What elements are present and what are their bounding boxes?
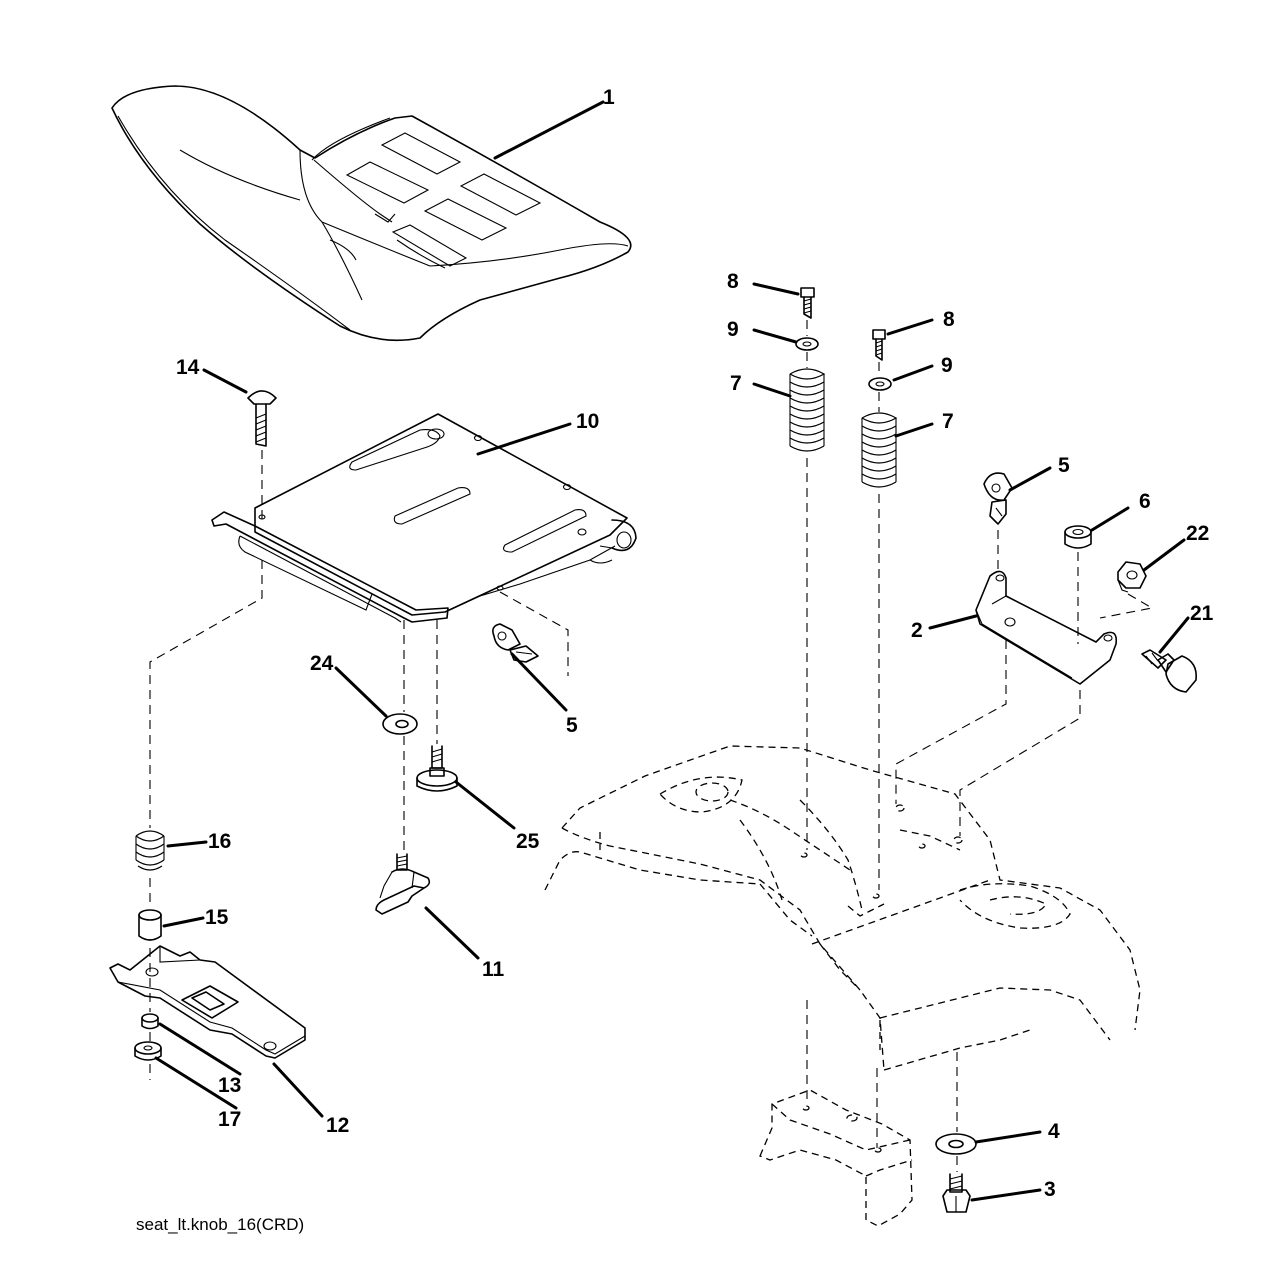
part-seat (111, 85, 632, 342)
callout-2: 2 (911, 619, 923, 642)
callout-24: 24 (310, 652, 334, 675)
figure-caption: seat_lt.knob_16(CRD) (136, 1215, 304, 1234)
callout-13: 13 (218, 1074, 241, 1097)
part-spring-7-right (861, 412, 898, 488)
part-knob (375, 853, 431, 915)
part-nut-17 (134, 1041, 162, 1061)
callout-7-left: 7 (730, 372, 742, 395)
part-clip-right (983, 472, 1013, 525)
callout-9-right: 9 (941, 354, 953, 377)
part-washer-9-left (795, 337, 819, 351)
callout-14: 14 (176, 356, 200, 379)
callout-8-right: 8 (943, 308, 955, 331)
assembly-centerlines (149, 320, 1154, 1172)
callout-5-left: 5 (566, 714, 578, 737)
part-washer-4 (935, 1133, 977, 1155)
part-washer-24 (382, 713, 418, 735)
callout-17: 17 (218, 1108, 241, 1131)
part-spacer (138, 909, 162, 941)
callout-1: 1 (603, 86, 615, 109)
callout-16: 16 (208, 830, 231, 853)
part-spring-16 (135, 830, 165, 871)
callout-12: 12 (326, 1114, 349, 1137)
part-pivot-bracket (975, 570, 1118, 685)
callout-6: 6 (1139, 490, 1151, 513)
part-clip-left (492, 623, 539, 663)
callout-9-left: 9 (727, 318, 739, 341)
leader-lines (154, 100, 1190, 1202)
callout-3: 3 (1044, 1178, 1056, 1201)
callout-22: 22 (1186, 522, 1209, 545)
part-spring-7-left (789, 368, 826, 452)
callout-8-left: 8 (727, 270, 739, 293)
callout-11: 11 (482, 958, 505, 981)
callout-4: 4 (1048, 1120, 1060, 1143)
part-nut-22 (1117, 561, 1147, 593)
part-nut-13 (141, 1013, 159, 1030)
part-screw-8-right (872, 329, 886, 361)
callout-15: 15 (205, 906, 229, 929)
part-screw-8-left (800, 287, 815, 319)
callout-labels: 1 14 10 5 24 25 16 15 11 13 17 12 8 9 7 … (176, 86, 1214, 1201)
part-washer-9-right (868, 377, 892, 391)
callout-25: 25 (516, 830, 540, 853)
tractor-frame-phantom (544, 745, 1141, 1227)
callout-7-right: 7 (942, 410, 954, 433)
part-bracket (109, 945, 306, 1059)
part-seat-pan (211, 413, 637, 623)
part-nut-6 (1064, 525, 1092, 549)
part-bolt-3 (942, 1173, 971, 1213)
callout-5-right: 5 (1058, 454, 1070, 477)
part-shoulder-bolt (416, 745, 458, 792)
callout-10: 10 (576, 410, 599, 433)
part-carriage-bolt (247, 390, 277, 447)
callout-21: 21 (1190, 602, 1214, 625)
part-bolt-21 (1141, 649, 1198, 693)
